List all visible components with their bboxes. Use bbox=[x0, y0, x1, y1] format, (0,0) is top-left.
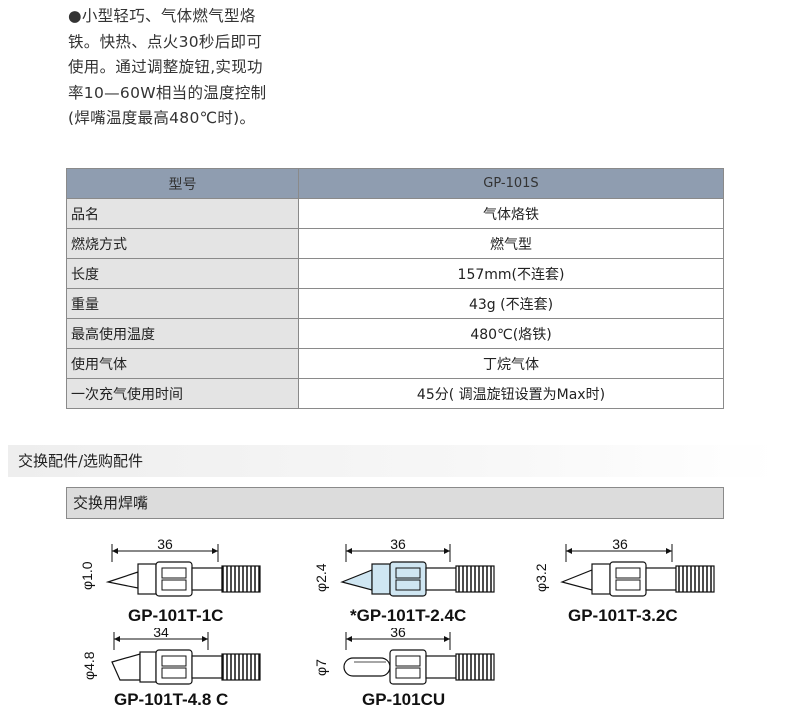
spec-header-value: GP-101S bbox=[298, 168, 724, 199]
spec-value: 气体烙铁 bbox=[298, 198, 724, 229]
diameter-dimension: φ1.0 bbox=[79, 561, 95, 590]
spec-value: 43g (不连套) bbox=[298, 288, 724, 319]
description-line: 铁。快热、点火30秒后即可 bbox=[68, 32, 263, 51]
tip-drawing: 36 φ7 bbox=[313, 628, 495, 685]
tip-drawing: 36 φ2.4 bbox=[313, 538, 495, 597]
tip-model-label: *GP-101T-2.4C bbox=[350, 606, 467, 625]
tip-model-label: GP-101T-4.8 C bbox=[114, 690, 229, 709]
tip-item: 36 φ2.4 *GP-101T-2.4C bbox=[310, 538, 510, 625]
tip-item: 36 φ7 GP-101CU bbox=[310, 628, 510, 709]
table-row: 燃烧方式 燃气型 bbox=[66, 228, 724, 259]
product-description: ●小型轻巧、气体燃气型烙 铁。快热、点火30秒后即可 使用。通过调整旋钮,实现功… bbox=[68, 4, 318, 132]
spec-value: 45分( 调温旋钮设置为Max时) bbox=[298, 378, 724, 409]
table-row: 使用气体 丁烷气体 bbox=[66, 348, 724, 379]
spec-key: 使用气体 bbox=[66, 348, 299, 379]
spec-header-row: 型号 GP-101S bbox=[66, 168, 724, 199]
spec-key: 最高使用温度 bbox=[66, 318, 299, 349]
spec-value: 丁烷气体 bbox=[298, 348, 724, 379]
tip-item: 34 φ4.8 GP-101T-4.8 C bbox=[78, 628, 278, 709]
length-dimension: 36 bbox=[390, 628, 406, 640]
spec-key: 燃烧方式 bbox=[66, 228, 299, 259]
tip-model-label: GP-101T-1C bbox=[128, 606, 224, 625]
table-row: 重量 43g (不连套) bbox=[66, 288, 724, 319]
diameter-dimension: φ3.2 bbox=[533, 563, 549, 592]
spec-key: 一次充气使用时间 bbox=[66, 378, 299, 409]
sub-section-title: 交换用焊嘴 bbox=[66, 487, 724, 519]
description-line: (焊嘴温度最高480℃时)。 bbox=[68, 109, 256, 127]
description-line: 使用。通过调整旋钮,实现功 bbox=[68, 58, 263, 76]
spec-value: 燃气型 bbox=[298, 228, 724, 259]
spec-key: 品名 bbox=[66, 198, 299, 229]
section-title: 交换配件/选购配件 bbox=[8, 445, 778, 477]
diameter-dimension: φ4.8 bbox=[81, 651, 97, 680]
spec-header-key: 型号 bbox=[66, 168, 299, 199]
spec-key: 长度 bbox=[66, 258, 299, 289]
spec-value: 480℃(烙铁) bbox=[298, 318, 724, 349]
spec-value: 157mm(不连套) bbox=[298, 258, 724, 289]
spec-key: 重量 bbox=[66, 288, 299, 319]
length-dimension: 36 bbox=[612, 538, 628, 552]
spec-table: 型号 GP-101S 品名 气体烙铁 燃烧方式 燃气型 长度 157mm(不连套… bbox=[66, 168, 724, 409]
table-row: 一次充气使用时间 45分( 调温旋钮设置为Max时) bbox=[66, 378, 724, 409]
tip-model-label: GP-101T-3.2C bbox=[568, 606, 678, 625]
tip-drawing: 36 φ1.0 bbox=[79, 538, 261, 597]
table-row: 品名 气体烙铁 bbox=[66, 198, 724, 229]
table-row: 长度 157mm(不连套) bbox=[66, 258, 724, 289]
length-dimension: 34 bbox=[153, 628, 169, 640]
description-line: 率10—60W相当的温度控制 bbox=[68, 83, 267, 102]
diameter-dimension: φ7 bbox=[313, 659, 329, 676]
tip-item: 36 φ1.0 GP-101T-1C bbox=[78, 538, 278, 625]
diameter-dimension: φ2.4 bbox=[313, 563, 329, 592]
tip-drawing: 34 φ4.8 bbox=[81, 628, 261, 685]
tip-drawing: 36 φ3.2 bbox=[533, 538, 715, 597]
length-dimension: 36 bbox=[157, 538, 173, 552]
length-dimension: 36 bbox=[390, 538, 406, 552]
description-line: ●小型轻巧、气体燃气型烙 bbox=[68, 7, 256, 25]
table-row: 最高使用温度 480℃(烙铁) bbox=[66, 318, 724, 349]
tip-model-label: GP-101CU bbox=[362, 690, 446, 709]
tip-item: 36 φ3.2 GP-101T-3.2C bbox=[530, 538, 730, 625]
